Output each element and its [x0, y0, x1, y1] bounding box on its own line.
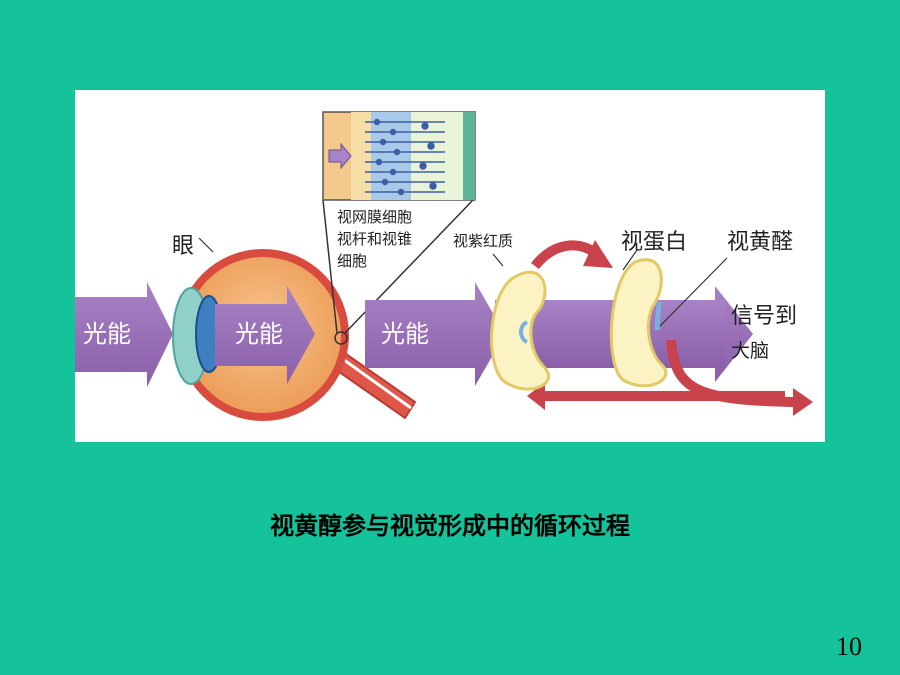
retinal-label: 视黄醛 [727, 230, 794, 255]
signal-to-brain-label-line1: 信号到 [731, 304, 798, 329]
light-energy-label-3: 光能 [381, 320, 429, 348]
retina-cells-label-line1: 视网膜细胞 [337, 208, 413, 226]
diagram-graphics [75, 111, 813, 421]
opsin-label: 视蛋白 [621, 230, 688, 255]
signal-arrow-head [715, 286, 753, 382]
light-arrow-main [365, 282, 505, 386]
retina-inset [322, 111, 476, 201]
light-arrow-left [75, 282, 173, 387]
page-number: 10 [836, 632, 862, 661]
opsin-protein [609, 258, 668, 388]
light-energy-label-1: 光能 [83, 320, 131, 348]
visual-cycle-figure: 光能 光能 光能 眼 视网膜细胞 视杆和视锥 细胞 视紫红质 视蛋白 视黄醛 信… [75, 90, 825, 442]
retinal-molecule [654, 301, 662, 331]
retina-cells-label-line2: 视杆和视锥 [337, 230, 413, 248]
signal-to-brain-label-line2: 大脑 [731, 340, 770, 362]
rhodopsin-label: 视紫红质 [453, 232, 514, 250]
eye-label: 眼 [172, 234, 195, 259]
light-energy-label-2: 光能 [235, 320, 283, 348]
retina-cells-label-line3: 细胞 [337, 252, 368, 270]
signal-branch-arrow [666, 339, 796, 407]
figure-caption: 视黄醇参与视觉形成中的循环过程 [270, 512, 630, 540]
rhodopsin-protein [490, 270, 551, 391]
light-arrow-eye [215, 286, 315, 384]
